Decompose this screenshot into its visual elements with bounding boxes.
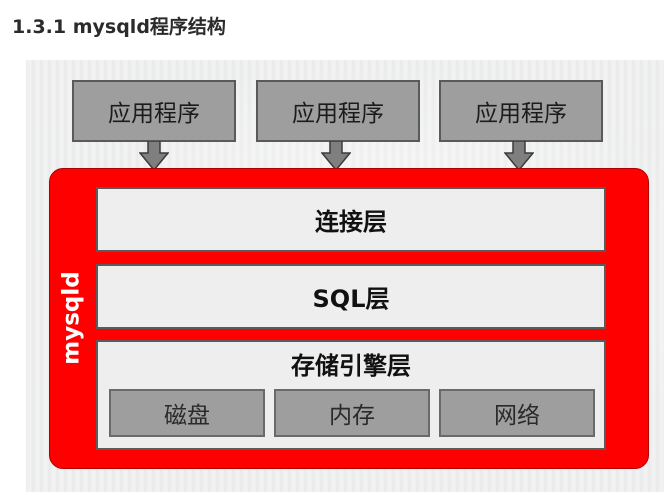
storage-disk-box: 磁盘 (109, 389, 265, 437)
storage-engine-title: 存储引擎层 (291, 352, 411, 380)
down-arrow-icon (321, 141, 351, 171)
application-box-3: 应用程序 (439, 80, 603, 142)
application-box-2: 应用程序 (256, 80, 420, 142)
connection-layer: 连接层 (96, 187, 606, 252)
mysqld-label-wrapper: mysqld (49, 258, 95, 378)
sql-layer: SQL层 (96, 264, 606, 329)
storage-memory-box: 内存 (274, 389, 430, 437)
application-box-1: 应用程序 (72, 80, 236, 142)
down-arrow-icon (139, 141, 169, 171)
mysqld-label: mysqld (59, 271, 85, 365)
down-arrow-icon (504, 141, 534, 171)
storage-network-box: 网络 (439, 389, 595, 437)
section-heading: 1.3.1 mysqld程序结构 (12, 16, 226, 38)
